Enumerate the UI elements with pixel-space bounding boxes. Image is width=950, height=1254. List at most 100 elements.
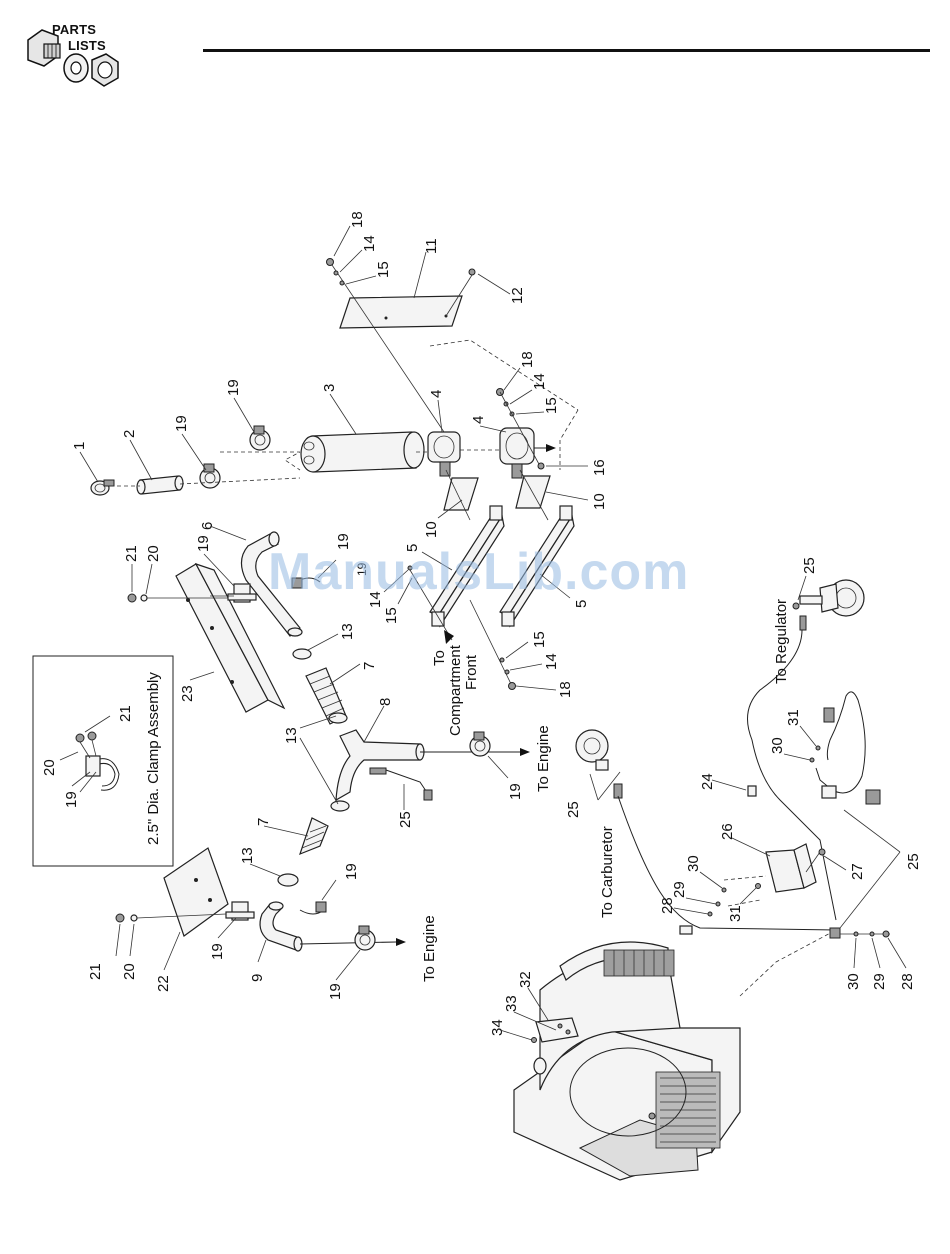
logo-text-parts: PARTS: [52, 22, 97, 37]
annotation-to-carburetor: To Carburetor: [599, 826, 616, 918]
callout-19-h: 19: [209, 943, 226, 960]
part-11-heat-shield: [339, 295, 463, 329]
callout-7-b: 7: [255, 818, 272, 826]
part-8-y-pipe: [335, 729, 530, 802]
part-10-strap-left: [443, 469, 479, 521]
part-13-clamp-ring-a: [292, 648, 312, 660]
part-13-clamp-ring-d: [277, 873, 299, 887]
callout-15-a: 15: [375, 261, 392, 278]
callout-20-a: 20: [145, 545, 162, 562]
part-10-strap-right: [515, 469, 551, 521]
part-6-pipe: [240, 531, 303, 637]
fastener-stack-lower-right: [829, 927, 890, 939]
callout-25-a: 25: [397, 811, 414, 828]
part-19-clamp-f: [225, 901, 255, 921]
part-22-bracket: [163, 847, 229, 937]
fastener-stack-top: [326, 258, 345, 286]
callout-34: 34: [489, 1019, 506, 1036]
bolt-nut-washer-icon: [27, 29, 119, 87]
part-19-clamp-g: [354, 925, 376, 951]
callout-11: 11: [423, 238, 440, 254]
header-rule: [203, 49, 930, 52]
callout-30-a: 30: [769, 737, 786, 754]
callout-21-b: 21: [87, 963, 104, 980]
callout-15-c: 15: [383, 607, 400, 624]
part-13-clamp-ring-b: [328, 712, 348, 724]
fastener-20-21-upper: [127, 593, 228, 603]
annotation-to-engine-upper: To Engine: [535, 725, 552, 792]
harness-connector-top: [823, 707, 835, 723]
part-12-screw: [445, 268, 476, 317]
part-4-hanger-right: [499, 427, 535, 479]
callout-29-a: 29: [671, 881, 688, 898]
fastener-20-21-lower: [115, 913, 227, 923]
callout-18-a: 18: [349, 211, 366, 228]
inset-label-20: 20: [41, 759, 58, 776]
callout-18-b: 18: [519, 351, 536, 368]
callout-1: 1: [71, 442, 88, 450]
callout-14-a: 14: [361, 235, 378, 252]
carb-line-connector: [679, 925, 693, 935]
callout-4-a: 4: [428, 390, 445, 398]
part-13-clamp-ring-c: [330, 800, 350, 812]
callout-10-b: 10: [591, 493, 608, 510]
direction-annotations: To Compartment Front To Engine To Engine…: [421, 599, 790, 982]
part-3-muffler: [300, 431, 425, 473]
callout-10-a: 10: [423, 521, 440, 538]
part-2-tail-pipe: [136, 475, 184, 495]
callout-19-g: 19: [343, 863, 360, 880]
callout-19-b: 19: [225, 379, 242, 396]
callout-2: 2: [121, 430, 138, 438]
callout-15-d: 15: [531, 631, 548, 648]
part-19-clamp-e: [299, 879, 337, 915]
callout-18-c: 18: [557, 681, 574, 698]
callout-5-a: 5: [404, 544, 421, 552]
inset-frame: [32, 655, 174, 867]
part-19-clamp-a: [199, 463, 221, 489]
callout-25-c: 25: [905, 853, 922, 870]
part-19-clamp-h: [469, 731, 491, 757]
fastener-stack-right: [496, 388, 545, 470]
callout-labels: 1 2 19 19 3 4 4 18 14 15 11 12 18: [71, 211, 922, 1041]
callout-14-d: 14: [543, 653, 560, 670]
callout-26: 26: [719, 823, 736, 840]
callout-27: 27: [849, 863, 866, 880]
callout-29-b: 29: [871, 973, 888, 990]
callout-25-b: 25: [801, 557, 818, 574]
callout-25-d: 25: [565, 801, 582, 818]
callout-9: 9: [249, 974, 266, 982]
callout-19-i: 19: [327, 983, 344, 1000]
callout-19-f: 19: [507, 783, 524, 800]
annotation-to-compartment-front-3: Front: [463, 654, 480, 690]
fastener-stack-rail: [407, 565, 516, 690]
callout-19-e: 19: [195, 535, 212, 552]
part-19-clamp-b: [249, 425, 271, 451]
harness-connector-mid: [821, 785, 837, 799]
callout-4-b: 4: [470, 416, 487, 424]
harness-connector-right: [865, 789, 881, 805]
annotation-to-engine-lower: To Engine: [421, 915, 438, 982]
callout-12: 12: [509, 287, 526, 304]
callout-6: 6: [199, 522, 216, 530]
clamp-assembly-inset: 2.5" Dia. Clamp Assembly 21 20 19: [32, 655, 174, 867]
callout-13-b: 13: [283, 727, 300, 744]
callout-21-a: 21: [123, 545, 140, 562]
annotation-to-compartment-front-2: Compartment: [447, 644, 464, 736]
part-5-rail-right: [499, 505, 575, 628]
callout-8: 8: [377, 698, 394, 706]
part-7-flex-pipe-lower: [299, 817, 329, 856]
part-5-rail-left: [429, 505, 505, 628]
callout-31-a: 31: [785, 709, 802, 726]
callout-14-b: 14: [531, 373, 548, 390]
callout-13-a: 13: [339, 623, 356, 640]
part-1-tailpipe-clamp: [90, 479, 115, 496]
callout-32: 32: [517, 971, 534, 988]
part-19-clamp-d: [291, 559, 337, 589]
inset-caption: 2.5" Dia. Clamp Assembly: [145, 672, 162, 845]
callout-16: 16: [591, 459, 608, 476]
annotation-to-compartment-front-1: To: [431, 650, 448, 666]
inset-label-21: 21: [117, 705, 134, 722]
callout-19-a: 19: [173, 415, 190, 432]
